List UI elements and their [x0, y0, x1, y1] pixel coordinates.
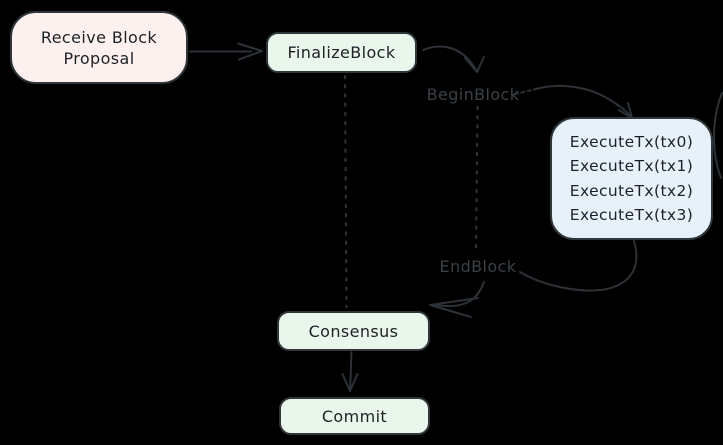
- node-consensus: Consensus: [277, 311, 430, 351]
- edge-sweep-curve: [713, 92, 723, 179]
- arrow-finalize-to-beginblock: [422, 45, 485, 73]
- arrow-endblock-to-consensus: [429, 281, 485, 318]
- label-beginblock: BeginBlock: [426, 85, 520, 104]
- dotted-line-beginblock-to-endblock: [474, 105, 479, 254]
- node-consensus-label: Consensus: [308, 321, 399, 341]
- label-endblock: EndBlock: [439, 257, 517, 276]
- node-execute-tx: ExecuteTx(tx0) ExecuteTx(tx1) ExecuteTx(…: [550, 117, 713, 240]
- execute-tx-line: ExecuteTx(tx0): [569, 132, 694, 151]
- node-commit: Commit: [279, 397, 430, 435]
- node-receive-block-proposal: Receive Block Proposal: [10, 11, 188, 84]
- node-receive-label: Receive Block Proposal: [40, 27, 158, 68]
- arrow-receive-to-finalize: [189, 42, 263, 61]
- execute-tx-line: ExecuteTx(tx2): [569, 181, 694, 200]
- execute-tx-line: ExecuteTx(tx3): [569, 206, 694, 224]
- node-finalize-block: FinalizeBlock: [266, 32, 417, 73]
- arrow-consensus-to-commit: [341, 351, 359, 392]
- connector-execute-to-endblock: [519, 240, 638, 292]
- dotted-line-finalize-to-consensus: [343, 74, 348, 309]
- arrow-beginblock-to-execute: [535, 84, 633, 119]
- node-commit-label: Commit: [321, 406, 388, 426]
- execute-tx-line: ExecuteTx(tx1): [569, 157, 694, 175]
- connector-beginblock-dashes: [514, 88, 537, 95]
- node-finalize-label: FinalizeBlock: [287, 43, 396, 62]
